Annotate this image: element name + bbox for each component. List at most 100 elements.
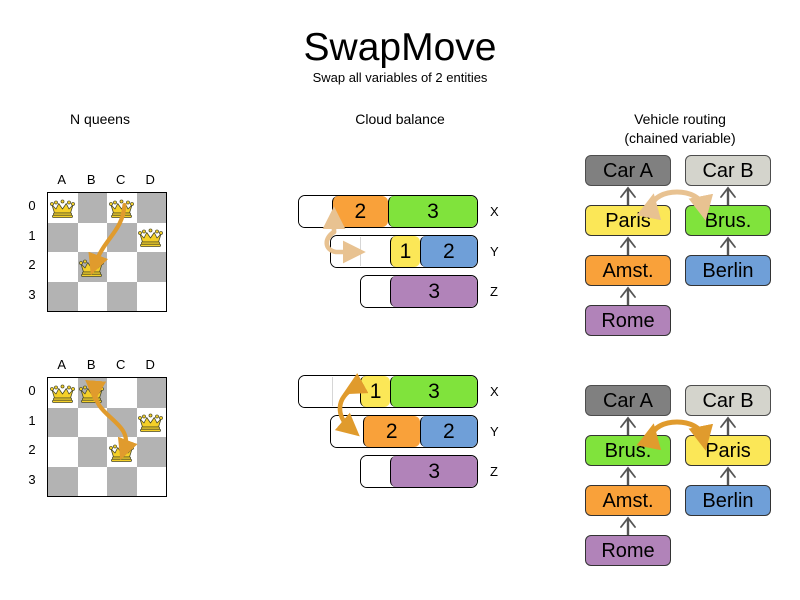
cloud-segment[interactable] xyxy=(361,456,391,487)
board-cell[interactable] xyxy=(77,466,107,496)
board-column-label: B xyxy=(86,357,96,372)
board-cell[interactable] xyxy=(136,437,166,467)
vrp-node[interactable]: Paris xyxy=(685,435,771,466)
cloud-segment[interactable]: 2 xyxy=(362,416,420,447)
board-grid[interactable] xyxy=(47,377,167,497)
board-cell[interactable] xyxy=(136,252,166,282)
board-row-label: 3 xyxy=(28,286,36,302)
board-column-label: C xyxy=(116,357,126,372)
cloud-segment[interactable]: 2 xyxy=(419,236,477,267)
vrp-node[interactable]: Car B xyxy=(685,155,771,186)
cloud-segment[interactable]: 3 xyxy=(388,196,477,227)
chain-arrow-icon xyxy=(717,186,739,206)
cloud-segment[interactable]: 3 xyxy=(390,276,477,307)
board-cell[interactable] xyxy=(107,193,137,223)
board-column-label: A xyxy=(57,357,67,372)
chain-arrow-icon xyxy=(617,186,639,206)
cloud-segment[interactable]: 2 xyxy=(419,416,477,447)
board-cell[interactable] xyxy=(136,466,166,496)
board-row-label: 3 xyxy=(28,471,36,487)
cloud-segment[interactable]: 3 xyxy=(389,376,477,407)
board-cell[interactable] xyxy=(136,222,166,252)
vrp-node[interactable]: Amst. xyxy=(585,255,671,286)
board-cell[interactable] xyxy=(107,252,137,282)
slot-divider xyxy=(332,377,333,406)
board-grid[interactable] xyxy=(47,192,167,312)
vrp-node[interactable]: Rome xyxy=(585,535,671,566)
vrp-node[interactable]: Berlin xyxy=(685,485,771,516)
cloud-bar[interactable]: 3 xyxy=(360,455,478,488)
cloud-bar-label: Z xyxy=(490,464,498,479)
cloud-segment[interactable]: 1 xyxy=(390,236,420,267)
cloud-segment[interactable]: 2 xyxy=(331,196,388,227)
board-cell[interactable] xyxy=(107,437,137,467)
vrp-node[interactable]: Car B xyxy=(685,385,771,416)
board-cell[interactable] xyxy=(77,437,107,467)
board-cell[interactable] xyxy=(107,222,137,252)
chain-arrow-icon xyxy=(717,236,739,256)
vrp-node[interactable]: Rome xyxy=(585,305,671,336)
board-column-label: B xyxy=(86,172,96,187)
cloud-segment[interactable] xyxy=(331,416,363,447)
board-cell[interactable] xyxy=(136,193,166,223)
board-cell[interactable] xyxy=(77,222,107,252)
board-row-label: 1 xyxy=(28,227,36,243)
vrp-node[interactable]: Brus. xyxy=(685,205,771,236)
board-row-label: 0 xyxy=(28,383,36,398)
board-cell[interactable] xyxy=(77,407,107,437)
board-cell[interactable] xyxy=(48,281,78,311)
board-cell[interactable] xyxy=(136,378,166,408)
chain-arrow-icon xyxy=(717,466,739,486)
vrp-node[interactable]: Berlin xyxy=(685,255,771,286)
board-cell[interactable] xyxy=(48,193,78,223)
board-cell[interactable] xyxy=(77,378,107,408)
board-cell[interactable] xyxy=(77,281,107,311)
cloud-bar[interactable]: 3 xyxy=(360,275,478,308)
vrp-node[interactable]: Paris xyxy=(585,205,671,236)
board-cell[interactable] xyxy=(107,378,137,408)
board-cell[interactable] xyxy=(77,252,107,282)
board-cell[interactable] xyxy=(48,252,78,282)
chain-arrow-icon xyxy=(617,286,639,306)
board-cell[interactable] xyxy=(48,437,78,467)
page-title: SwapMove xyxy=(303,26,497,69)
cloud-segment[interactable] xyxy=(361,276,391,307)
cloud-segment[interactable] xyxy=(299,376,361,407)
chain-arrow-icon xyxy=(617,416,639,436)
column-title-cloud-balance: Cloud balance xyxy=(355,111,445,127)
cloud-bar-label: Z xyxy=(490,284,498,299)
board-cell[interactable] xyxy=(48,466,78,496)
cloud-segment[interactable]: 3 xyxy=(390,456,477,487)
cloud-segment[interactable]: 1 xyxy=(360,376,390,407)
board-cell[interactable] xyxy=(107,407,137,437)
board-cell[interactable] xyxy=(77,193,107,223)
board-cell[interactable] xyxy=(107,466,137,496)
cloud-segment[interactable] xyxy=(299,196,332,227)
board-cell[interactable] xyxy=(48,378,78,408)
board-cell[interactable] xyxy=(136,407,166,437)
board-cell[interactable] xyxy=(107,281,137,311)
vrp-node[interactable]: Car A xyxy=(585,385,671,416)
board-cell[interactable] xyxy=(48,222,78,252)
board-column-label: C xyxy=(116,172,126,187)
board-column-label: D xyxy=(145,172,155,187)
board-row-label: 2 xyxy=(28,257,36,272)
board-row-label: 1 xyxy=(28,412,36,428)
chain-arrow-icon xyxy=(617,466,639,486)
column-title-vehicle-routing: Vehicle routing (chained variable) xyxy=(580,110,780,148)
vrp-node[interactable]: Car A xyxy=(585,155,671,186)
board-cell[interactable] xyxy=(48,407,78,437)
board-cell[interactable] xyxy=(136,281,166,311)
vrp-node[interactable]: Amst. xyxy=(585,485,671,516)
vrp-node[interactable]: Brus. xyxy=(585,435,671,466)
